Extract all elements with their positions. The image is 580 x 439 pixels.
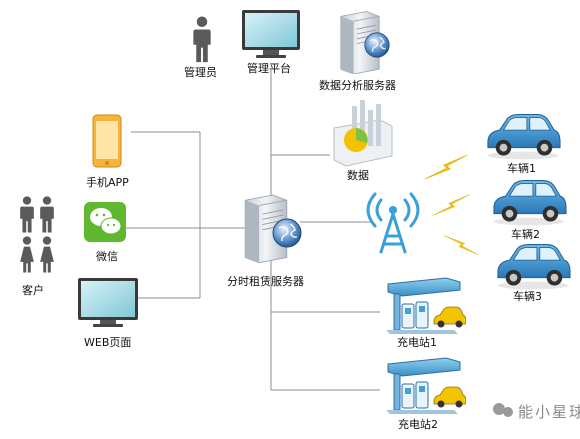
wechat-icon	[84, 202, 126, 242]
wechat-label: 微信	[96, 250, 118, 263]
car-icon	[497, 244, 571, 290]
watermark-icon	[493, 403, 513, 417]
chart-icon	[333, 100, 393, 167]
charging-station-icon	[385, 357, 466, 415]
car-icon	[493, 180, 567, 226]
monitor-icon	[242, 10, 300, 58]
globe-icon	[272, 218, 302, 248]
vehicle3-label: 车辆3	[513, 290, 542, 303]
people-icon	[20, 196, 54, 273]
globe-icon	[364, 32, 390, 58]
data-server-label: 数据分析服务器	[319, 79, 396, 92]
admin-label: 管理员	[184, 66, 217, 79]
mobile-app-label: 手机APP	[86, 176, 129, 189]
mgmt-platform-label: 管理平台	[247, 62, 291, 75]
lightning-icon	[424, 154, 468, 180]
phone-icon	[92, 114, 122, 168]
lightning-icon	[443, 235, 479, 255]
customers-label: 客户	[22, 284, 44, 297]
vehicle2-label: 车辆2	[511, 228, 540, 241]
watermark-text: 能小星球	[518, 403, 580, 421]
person-icon	[193, 16, 211, 63]
lightning-icon	[432, 194, 470, 216]
web-page-label: WEB页面	[84, 336, 132, 349]
signal-tower-icon	[366, 192, 420, 254]
charging-station-icon	[385, 277, 466, 335]
rental-server-label: 分时租赁服务器	[227, 275, 304, 288]
monitor-icon	[78, 278, 138, 327]
station1-label: 充电站1	[397, 336, 437, 349]
connection-lines	[106, 70, 380, 391]
car-icon	[487, 114, 561, 160]
station2-label: 充电站2	[398, 418, 438, 431]
data-label: 数据	[347, 169, 369, 182]
vehicle1-label: 车辆1	[507, 162, 536, 175]
